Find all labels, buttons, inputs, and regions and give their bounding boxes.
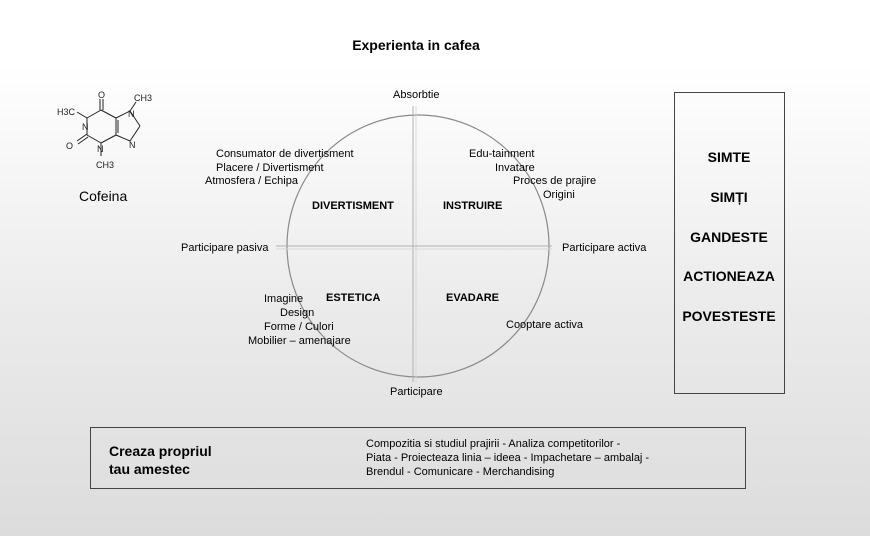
atom-n1: N: [82, 122, 89, 132]
atom-ch3-bottom: CH3: [96, 160, 114, 170]
item-edutainment: Edu-tainment: [469, 148, 535, 160]
atom-n7: N: [128, 109, 135, 119]
senses-panel: SIMTE SIMȚI GANDESTE ACTIONEAZA POVESTES…: [674, 92, 785, 394]
atom-o-top: O: [98, 90, 105, 100]
atom-n9: N: [129, 140, 136, 150]
blend-description: Compozitia si studiul prajirii - Analiza…: [366, 437, 649, 479]
blend-panel: Creaza propriul tau amestec Compozitia s…: [90, 427, 746, 489]
blend-title-line2: tau amestec: [109, 461, 190, 477]
axis-label-bottom: Participare: [390, 386, 443, 398]
item-consumator: Consumator de divertisment: [216, 148, 354, 160]
item-placere: Placere / Divertisment: [216, 162, 324, 174]
quadrant-divertisment: DIVERTISMENT: [312, 200, 394, 212]
item-mobilier: Mobilier – amenajare: [248, 335, 351, 347]
quadrant-estetica: ESTETICA: [326, 292, 381, 304]
atom-o-left: O: [66, 141, 73, 151]
blend-title-line1: Creaza propriul: [109, 443, 212, 459]
atom-ch3-top: CH3: [134, 93, 152, 103]
blend-title: Creaza propriul tau amestec: [109, 442, 212, 478]
sense-actioneaza: ACTIONEAZA: [683, 268, 775, 284]
item-atmosfera: Atmosfera / Echipa: [205, 175, 298, 187]
item-imagine: Imagine: [264, 293, 304, 305]
page-title: Experienta in cafea: [352, 37, 480, 53]
molecule-caption: Cofeina: [79, 188, 128, 204]
item-forme-culori: Forme / Culori: [264, 321, 334, 333]
item-origini: Origini: [543, 189, 575, 201]
item-design: Design: [280, 307, 315, 319]
atom-ch3-left: H3C: [57, 107, 76, 117]
blend-desc-line3: Brendul - Comunicare - Merchandising: [366, 466, 555, 478]
quadrant-evadare: EVADARE: [446, 292, 499, 304]
blend-desc-line2: Piata - Proiecteaza linia – ideea - Impa…: [366, 452, 650, 464]
sense-gandeste: GANDESTE: [690, 229, 768, 245]
item-proces-prajire: Proces de prajire: [513, 175, 597, 187]
quadrant-instruire: INSTRUIRE: [443, 200, 503, 212]
item-cooptare: Cooptare activa: [506, 319, 584, 331]
sense-simti: SIMȚI: [710, 189, 748, 205]
atom-n3: N: [97, 144, 104, 154]
caffeine-molecule-icon: [76, 99, 141, 156]
item-invatare: Invatare: [495, 162, 535, 174]
axis-label-right: Participare activa: [562, 242, 647, 254]
axis-label-left: Participare pasiva: [181, 242, 269, 254]
axis-label-top: Absorbtie: [393, 89, 440, 101]
blend-desc-line1: Compozitia si studiul prajirii - Analiza…: [366, 438, 621, 450]
sense-simte: SIMTE: [707, 149, 751, 165]
sense-povesteste: POVESTESTE: [682, 308, 776, 324]
